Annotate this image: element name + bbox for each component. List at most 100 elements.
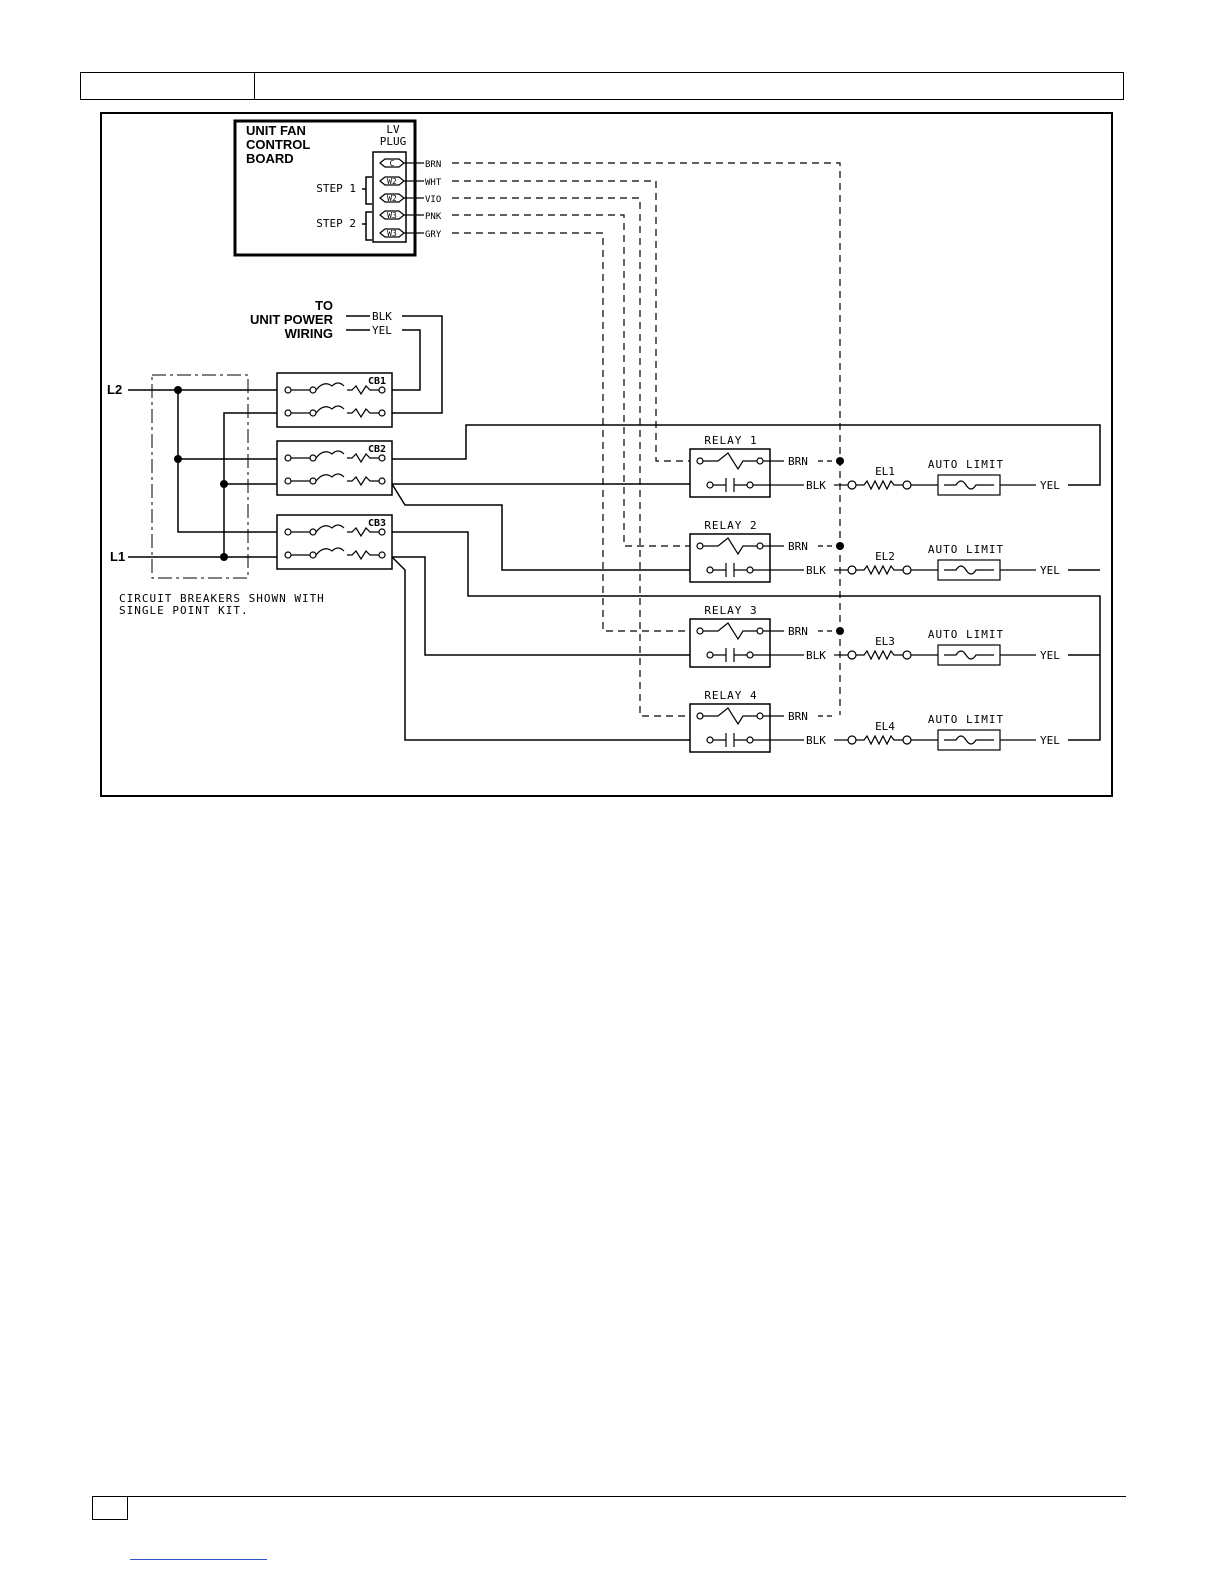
l1-bus bbox=[223, 412, 282, 557]
relay-row: RELAY 4 BRN BLK EL4 AUTO LIMIT YEL bbox=[689, 689, 1060, 753]
l2-bus bbox=[177, 390, 282, 533]
step2-bracket bbox=[362, 211, 372, 241]
blk-unit-power-wire bbox=[346, 315, 443, 414]
plug-pin-label: C bbox=[390, 159, 395, 168]
relay-label: RELAY 2 bbox=[704, 519, 757, 532]
auto-limit-label: AUTO LIMIT bbox=[928, 713, 1004, 726]
diagram-frame bbox=[100, 112, 1113, 797]
vio-control-wire bbox=[452, 197, 690, 717]
auto-limit-label: AUTO LIMIT bbox=[928, 543, 1004, 556]
brn-control-wire bbox=[452, 162, 841, 715]
relay-contact-wire-label: BLK bbox=[806, 564, 826, 577]
heating-element-label: EL1 bbox=[875, 465, 895, 478]
cb3-to-relay3 bbox=[392, 556, 694, 656]
output-wire-label: YEL bbox=[1040, 649, 1060, 662]
relay-coil-wire-label: BRN bbox=[788, 625, 808, 638]
output-wire-label: YEL bbox=[1040, 479, 1060, 492]
relay-coil-wire-label: BRN bbox=[788, 710, 808, 723]
cb2-to-relay2 bbox=[391, 483, 694, 571]
power-label-line3: WIRING bbox=[285, 326, 333, 341]
lv-plug bbox=[372, 151, 407, 243]
plug-pin-label: W2 bbox=[387, 177, 397, 186]
board-title-line1: UNIT FAN bbox=[246, 123, 306, 138]
yel-return-3-4 bbox=[1068, 655, 1101, 741]
heating-element-label: EL3 bbox=[875, 635, 895, 648]
plug-pin: W2 VIO bbox=[379, 193, 441, 205]
footer-rule bbox=[92, 1496, 1126, 1497]
power-yel-label: YEL bbox=[372, 324, 392, 337]
footer-link-underline bbox=[130, 1559, 267, 1560]
relay-label: RELAY 3 bbox=[704, 604, 757, 617]
yel-unit-power-wire bbox=[346, 329, 421, 391]
cb2-top-output bbox=[392, 424, 1101, 486]
header-bar bbox=[80, 72, 1124, 100]
plug-pin: C BRN bbox=[379, 158, 441, 170]
relay-row: RELAY 3 BRN BLK EL3 AUTO LIMIT YEL bbox=[689, 604, 1060, 668]
gry-control-wire bbox=[452, 232, 690, 632]
plug-pin-label: W3 bbox=[387, 211, 397, 220]
output-wire-label: YEL bbox=[1040, 564, 1060, 577]
control-board bbox=[233, 119, 417, 257]
junction-dot bbox=[174, 386, 182, 394]
plug-wire-label: WHT bbox=[425, 178, 442, 188]
heating-element-label: EL4 bbox=[875, 720, 895, 733]
plug-pin: W2 WHT bbox=[379, 176, 442, 188]
step1-bracket bbox=[362, 176, 372, 205]
circuit-breaker: CB1 bbox=[276, 372, 393, 428]
junction-dot bbox=[836, 627, 844, 635]
breaker-label: CB3 bbox=[368, 518, 386, 529]
plug-pin-label: W2 bbox=[387, 194, 397, 203]
heating-element-label: EL2 bbox=[875, 550, 895, 563]
relay-coil-wire-label: BRN bbox=[788, 455, 808, 468]
plug-wire-label: VIO bbox=[425, 195, 441, 205]
l2-label: L2 bbox=[107, 382, 122, 397]
relay-contact-wire-label: BLK bbox=[806, 649, 826, 662]
breaker-note-line1: CIRCUIT BREAKERS SHOWN WITH bbox=[119, 592, 325, 605]
l1-label: L1 bbox=[110, 549, 125, 564]
plug-pin-label: W3 bbox=[387, 229, 397, 238]
step2-label: STEP 2 bbox=[316, 217, 356, 230]
pnk-control-wire bbox=[452, 214, 690, 547]
plug-label-line1: LV bbox=[386, 123, 400, 136]
auto-limit-label: AUTO LIMIT bbox=[928, 458, 1004, 471]
circuit-breaker: CB3 bbox=[276, 514, 393, 570]
breaker-label: CB2 bbox=[368, 444, 386, 455]
plug-pin: W3 GRY bbox=[379, 228, 442, 240]
power-label-line1: TO bbox=[315, 298, 333, 313]
relay-row: RELAY 2 BRN BLK EL2 AUTO LIMIT YEL bbox=[689, 519, 1060, 583]
relay-contact-wire-label: BLK bbox=[806, 734, 826, 747]
relay-label: RELAY 1 bbox=[704, 434, 757, 447]
junction-dot bbox=[220, 553, 228, 561]
relay-row: RELAY 1 BRN BLK EL1 AUTO LIMIT YEL bbox=[689, 434, 1060, 498]
cb3-to-relay4 bbox=[391, 556, 694, 741]
output-wire-label: YEL bbox=[1040, 734, 1060, 747]
auto-limit-label: AUTO LIMIT bbox=[928, 628, 1004, 641]
relay-coil-wire-label: BRN bbox=[788, 540, 808, 553]
plug-wire-label: PNK bbox=[425, 212, 442, 222]
junction-dot bbox=[174, 455, 182, 463]
junction-dot bbox=[836, 457, 844, 465]
page-number-box bbox=[92, 1496, 128, 1520]
circuit-breaker: CB2 bbox=[276, 440, 393, 496]
breaker-label: CB1 bbox=[368, 376, 386, 387]
wht-control-wire bbox=[452, 180, 690, 462]
control-wiring bbox=[452, 162, 841, 717]
plug-wire-label: GRY bbox=[425, 230, 442, 240]
header-cell-left bbox=[81, 73, 255, 99]
plug-pin: W3 PNK bbox=[379, 210, 442, 222]
single-point-kit-outline bbox=[151, 374, 249, 579]
junction-dot bbox=[220, 480, 228, 488]
relay-label: RELAY 4 bbox=[704, 689, 757, 702]
power-label-line2: UNIT POWER bbox=[250, 312, 334, 327]
plug-wire-label: BRN bbox=[425, 160, 441, 170]
board-title-line3: BOARD bbox=[246, 151, 294, 166]
relay-contact-wire-label: BLK bbox=[806, 479, 826, 492]
board-title-line2: CONTROL bbox=[246, 137, 310, 152]
junction-dot bbox=[836, 542, 844, 550]
breaker-note-line2: SINGLE POINT KIT. bbox=[119, 604, 249, 617]
power-blk-label: BLK bbox=[372, 310, 392, 323]
